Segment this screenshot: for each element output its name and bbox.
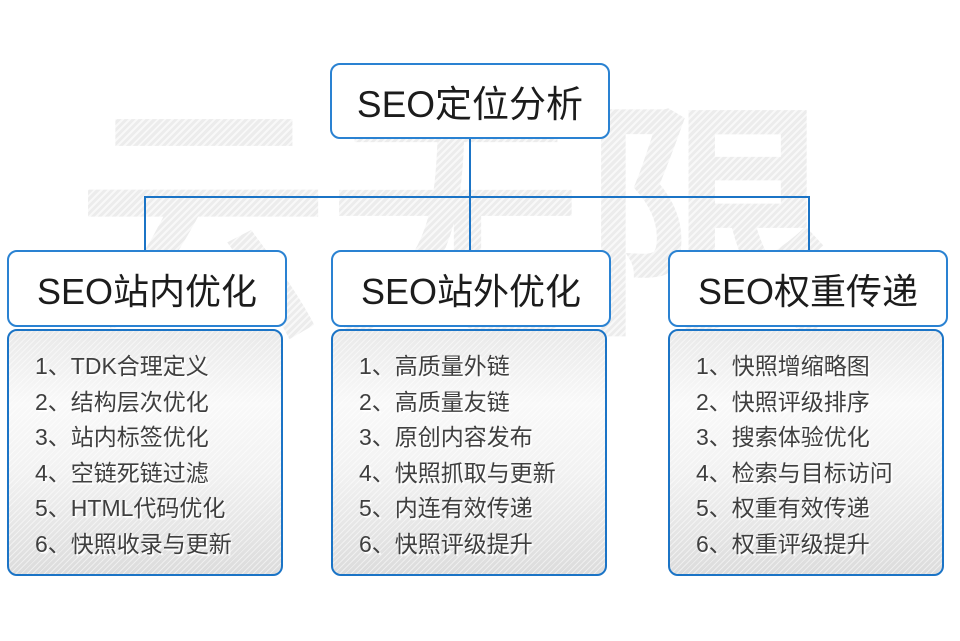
column-2-title: SEO站外优化 bbox=[360, 270, 582, 312]
list-item: 3、原创内容发布 bbox=[359, 424, 533, 450]
list-item: 5、内连有效传递 bbox=[359, 495, 533, 521]
list-item: 1、TDK合理定义 bbox=[35, 353, 209, 379]
list-item: 4、检索与目标访问 bbox=[696, 459, 893, 486]
list-item: 6、权重评级提升 bbox=[696, 530, 870, 557]
list-item: 5、权重有效传递 bbox=[696, 495, 870, 521]
root-node: SEO定位分析 bbox=[330, 63, 610, 139]
list-item: 2、快照评级排序 bbox=[696, 388, 870, 415]
column-1-header: SEO站内优化 bbox=[7, 250, 287, 327]
list-item: 4、空链死链过滤 bbox=[35, 459, 209, 486]
list-item: 2、高质量友链 bbox=[359, 388, 510, 415]
list-item: 5、HTML代码优化 bbox=[35, 495, 226, 521]
list-item: 3、站内标签优化 bbox=[35, 424, 209, 450]
list-item: 6、快照评级提升 bbox=[359, 530, 533, 557]
connector-branch-left bbox=[144, 196, 146, 251]
watermark-hatch-texture bbox=[78, 92, 848, 382]
list-item: 3、搜索体验优化 bbox=[696, 424, 870, 450]
column-2-header: SEO站外优化 bbox=[331, 250, 611, 327]
column-2-list-panel: 1、高质量外链 2、高质量友链 3、原创内容发布 4、快照抓取与更新 5、内连有… bbox=[331, 329, 607, 576]
connector-branch-right bbox=[808, 196, 810, 251]
list-item: 4、快照抓取与更新 bbox=[359, 459, 556, 486]
column-1-list-panel: 1、TDK合理定义 2、结构层次优化 3、站内标签优化 4、空链死链过滤 5、H… bbox=[7, 329, 283, 576]
connector-trunk-vertical bbox=[469, 137, 471, 251]
column-3-list-panel: 1、快照增缩略图 2、快照评级排序 3、搜索体验优化 4、检索与目标访问 5、权… bbox=[668, 329, 944, 576]
connector-horizontal bbox=[144, 196, 810, 198]
column-3-title: SEO权重传递 bbox=[697, 270, 919, 312]
list-item: 6、快照收录与更新 bbox=[35, 530, 232, 557]
list-item: 2、结构层次优化 bbox=[35, 388, 209, 415]
list-item: 1、高质量外链 bbox=[359, 353, 510, 379]
list-item: 1、快照增缩略图 bbox=[696, 353, 870, 379]
root-node-title: SEO定位分析 bbox=[356, 84, 584, 125]
column-1-title: SEO站内优化 bbox=[36, 270, 258, 312]
column-3-header: SEO权重传递 bbox=[668, 250, 948, 327]
